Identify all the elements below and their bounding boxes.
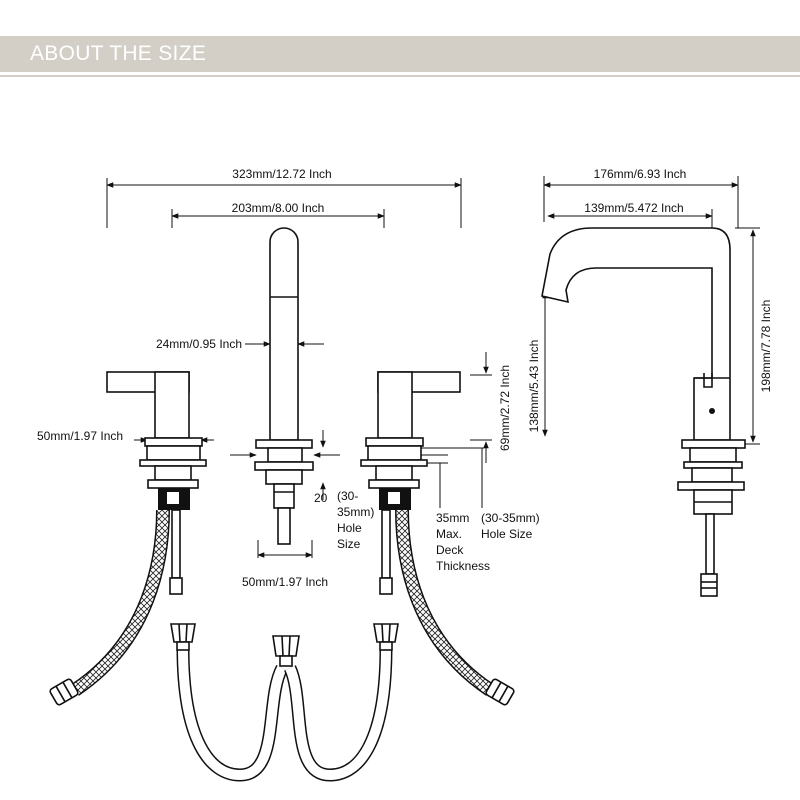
label-deck-line3: Deck — [436, 543, 464, 557]
label-deck-line2: Max. — [436, 527, 462, 541]
dimension-hole-center: 20 (30- 35mm) Hole Size — [230, 430, 374, 551]
right-hose — [379, 509, 515, 706]
label-spread: 203mm/8.00 Inch — [232, 201, 325, 215]
side-dimension-reach: 176mm/6.93 Inch — [543, 167, 739, 228]
banner-underline — [0, 75, 800, 77]
label-side-reach: 176mm/6.93 Inch — [594, 167, 687, 181]
dimension-overall-width: 323mm/12.72 Inch — [106, 167, 462, 228]
left-handle — [106, 371, 207, 579]
connecting-hoses — [170, 623, 399, 782]
side-dimension-inner: 139mm/5.472 Inch — [547, 201, 713, 228]
dimension-deck-thickness: 35mm Max. Deck Thickness — [418, 454, 490, 573]
label-hole-line1: (30- — [337, 489, 358, 503]
label-hole-line4: Size — [337, 537, 361, 551]
section-banner: ABOUT THE SIZE — [0, 36, 800, 72]
label-spout-diameter: 24mm/0.95 Inch — [156, 337, 242, 351]
label-hole-line3: Hole — [337, 521, 362, 535]
label-total-height: 198mm/7.78 Inch — [759, 300, 773, 393]
label-side-inner: 139mm/5.472 Inch — [584, 201, 683, 215]
label-handle-base: 50mm/1.97 Inch — [37, 429, 123, 443]
left-hose — [49, 509, 183, 706]
label-hole-line2: 35mm) — [337, 505, 374, 519]
side-view-faucet — [541, 227, 746, 597]
dimension-base-width: 50mm/1.97 Inch — [242, 540, 328, 589]
label-handle-height: 69mm/2.72 Inch — [498, 365, 512, 451]
dimension-handle-height: 69mm/2.72 Inch — [470, 352, 512, 463]
dimension-spread: 203mm/8.00 Inch — [171, 201, 385, 228]
label-hole-20: 20 — [314, 491, 328, 505]
label-overall-width: 323mm/12.72 Inch — [232, 167, 331, 181]
label-hole-size-line2: Hole Size — [481, 527, 533, 541]
right-handle — [360, 371, 461, 579]
label-base-width: 50mm/1.97 Inch — [242, 575, 328, 589]
spout — [254, 227, 314, 545]
side-dimension-spout-height: 138mm/5.43 Inch — [527, 291, 548, 437]
dimension-hole-size: (30-35mm) Hole Size — [420, 447, 540, 541]
dimension-spout-diameter: 24mm/0.95 Inch — [156, 337, 324, 351]
label-spout-height: 138mm/5.43 Inch — [527, 340, 541, 433]
label-deck-line1: 35mm — [436, 511, 469, 525]
label-hole-size-line1: (30-35mm) — [481, 511, 540, 525]
side-dimension-total-height: 198mm/7.78 Inch — [735, 227, 773, 445]
section-title: ABOUT THE SIZE — [30, 42, 207, 65]
label-deck-line4: Thickness — [436, 559, 490, 573]
